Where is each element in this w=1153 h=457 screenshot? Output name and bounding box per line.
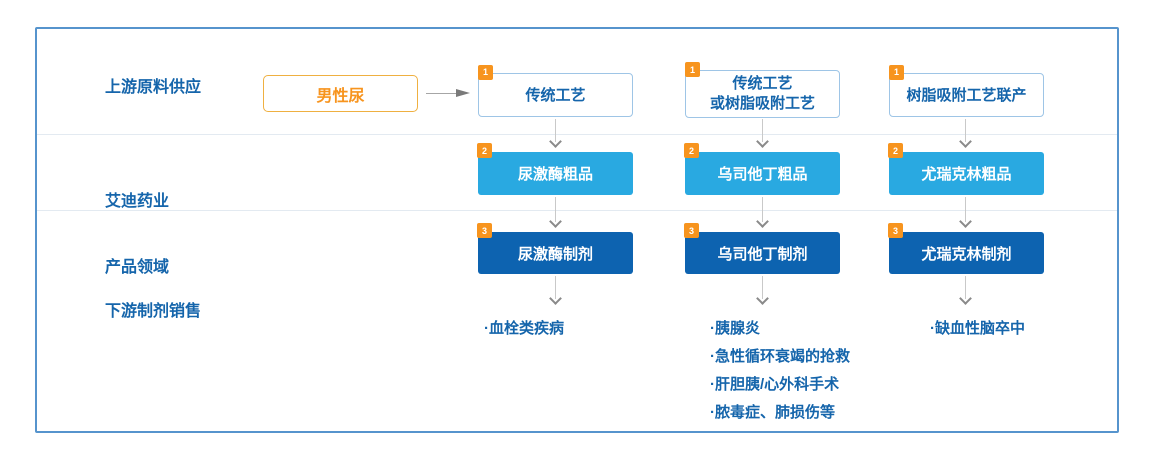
arrow-head <box>549 292 562 305</box>
process-label: 传统工艺 <box>525 86 586 104</box>
step-badge: 2 <box>684 143 699 158</box>
formulation-label: 尿激酶制剂 <box>517 245 593 263</box>
process-box-col2: 1 传统工艺 或树脂吸附工艺 <box>685 62 840 118</box>
arrow-stem <box>426 93 460 94</box>
arrow-stem <box>762 119 763 142</box>
step-badge: 1 <box>685 62 700 77</box>
formulation-box-col1: 3 尿激酶制剂 <box>477 223 633 274</box>
arrow-stem <box>762 276 763 299</box>
row-label-company-line2: 产品领域 <box>105 259 170 276</box>
arrow-head <box>756 292 769 305</box>
arrow-stem <box>555 119 556 142</box>
arrow-stem <box>965 276 966 299</box>
section-divider <box>37 210 1117 211</box>
arrow-down-icon <box>755 276 770 306</box>
row-label-company: 艾迪药业 产品领域 <box>105 147 169 323</box>
process-label: 传统工艺 <box>732 75 793 92</box>
formulation-box-col2: 3 乌司他丁制剂 <box>684 223 840 274</box>
arrow-stem <box>965 197 966 222</box>
formulation-label: 乌司他丁制剂 <box>717 245 808 263</box>
arrow-head <box>549 215 562 228</box>
source-material-box: 男性尿 <box>263 75 418 112</box>
application-item: ·缺血性脑卒中 <box>930 320 1025 337</box>
arrow-down-icon <box>548 119 563 149</box>
arrow-down-icon <box>958 119 973 149</box>
crude-product-label: 尤瑞克林粗品 <box>921 166 1012 183</box>
arrow-head <box>549 135 562 148</box>
arrow-head <box>756 215 769 228</box>
arrow-stem <box>965 119 966 142</box>
process-label: 或树脂吸附工艺 <box>709 95 815 112</box>
application-item: ·肝胆胰/心外科手术 <box>710 376 840 393</box>
application-item: ·胰腺炎 <box>710 320 760 337</box>
arrow-head <box>756 135 769 148</box>
application-item: ·血栓类疾病 <box>484 320 564 337</box>
formulation-box-col3: 3 尤瑞克林制剂 <box>888 223 1044 274</box>
crude-product-label: 尿激酶粗品 <box>517 166 593 183</box>
step-badge: 2 <box>477 143 492 158</box>
process-box-col3: 1 树脂吸附工艺联产 <box>889 65 1044 117</box>
arrow-stem <box>555 197 556 222</box>
arrow-down-icon <box>548 276 563 306</box>
arrow-down-icon <box>958 197 973 229</box>
step-badge: 1 <box>889 65 904 80</box>
applications-list-col2: ·胰腺炎 ·急性循环衰竭的抢救 ·肝胆胰/心外科手术 ·脓毒症、肺损伤等 <box>710 315 850 427</box>
formulation-label: 尤瑞克林制剂 <box>921 245 1012 263</box>
step-badge: 2 <box>888 143 903 158</box>
arrow-head <box>959 215 972 228</box>
crude-product-label: 乌司他丁粗品 <box>717 166 808 183</box>
application-item: ·急性循环衰竭的抢救 <box>710 348 850 365</box>
process-box-col1: 1 传统工艺 <box>478 65 633 117</box>
arrow-head <box>456 89 470 97</box>
arrow-down-icon <box>548 197 563 229</box>
arrow-down-icon <box>755 197 770 229</box>
diagram-container: 上游原料供应 艾迪药业 产品领域 下游制剂销售 男性尿 1 传统工艺 2 尿激酶… <box>35 27 1119 433</box>
step-badge: 3 <box>684 223 699 238</box>
application-item: ·脓毒症、肺损伤等 <box>710 404 835 421</box>
arrow-right-icon <box>426 89 470 99</box>
row-label-downstream: 下游制剂销售 <box>105 303 202 320</box>
arrow-head <box>959 135 972 148</box>
row-label-upstream: 上游原料供应 <box>105 79 202 96</box>
crude-product-box-col2: 2 乌司他丁粗品 <box>684 143 840 195</box>
applications-list-col1: ·血栓类疾病 <box>484 315 564 343</box>
arrow-down-icon <box>755 119 770 149</box>
step-badge: 1 <box>478 65 493 80</box>
process-label: 树脂吸附工艺联产 <box>906 86 1027 104</box>
section-divider <box>37 134 1117 135</box>
step-badge: 3 <box>477 223 492 238</box>
row-label-company-line1: 艾迪药业 <box>105 193 170 210</box>
arrow-down-icon <box>958 276 973 306</box>
step-badge: 3 <box>888 223 903 238</box>
crude-product-box-col3: 2 尤瑞克林粗品 <box>888 143 1044 195</box>
crude-product-box-col1: 2 尿激酶粗品 <box>477 143 633 195</box>
arrow-stem <box>762 197 763 222</box>
applications-list-col3: ·缺血性脑卒中 <box>930 315 1025 343</box>
arrow-head <box>959 292 972 305</box>
arrow-stem <box>555 276 556 299</box>
